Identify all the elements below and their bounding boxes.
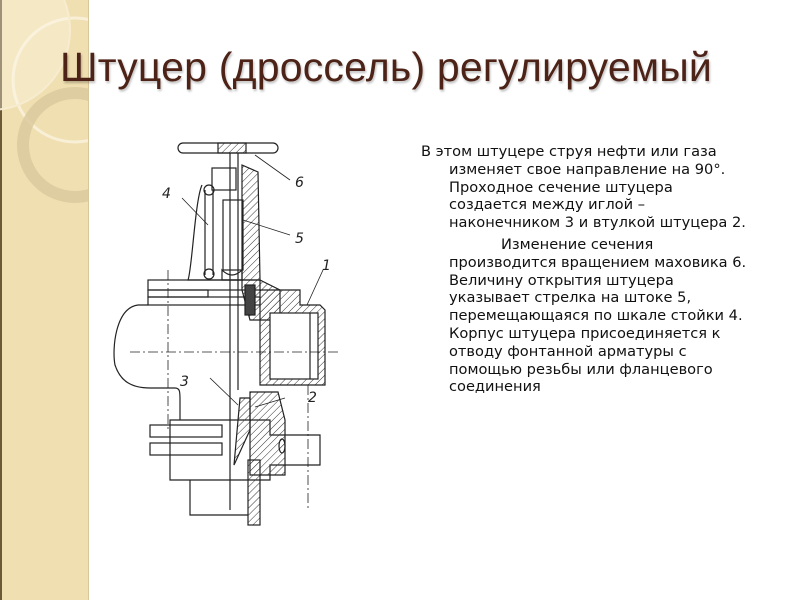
label-5: 5 (295, 231, 304, 247)
decorative-side-band (0, 0, 89, 600)
label-6: 6 (295, 175, 304, 191)
slide-title: Штуцер (дроссель) регулируемый (60, 44, 713, 90)
choke-valve-diagram: 6 4 5 1 3 2 (113, 142, 340, 526)
label-1: 1 (322, 258, 331, 274)
decorative-circles-icon (0, 0, 88, 203)
label-4: 4 (162, 186, 171, 202)
description-text: В этом штуцере струя нефти или газа изме… (421, 143, 751, 396)
label-2: 2 (308, 390, 317, 406)
paragraph-adjustment: Изменение сечения производится вращением… (449, 235, 747, 396)
paragraph-flow-direction: В этом штуцере струя нефти или газа изме… (421, 143, 746, 232)
label-3: 3 (180, 374, 189, 390)
